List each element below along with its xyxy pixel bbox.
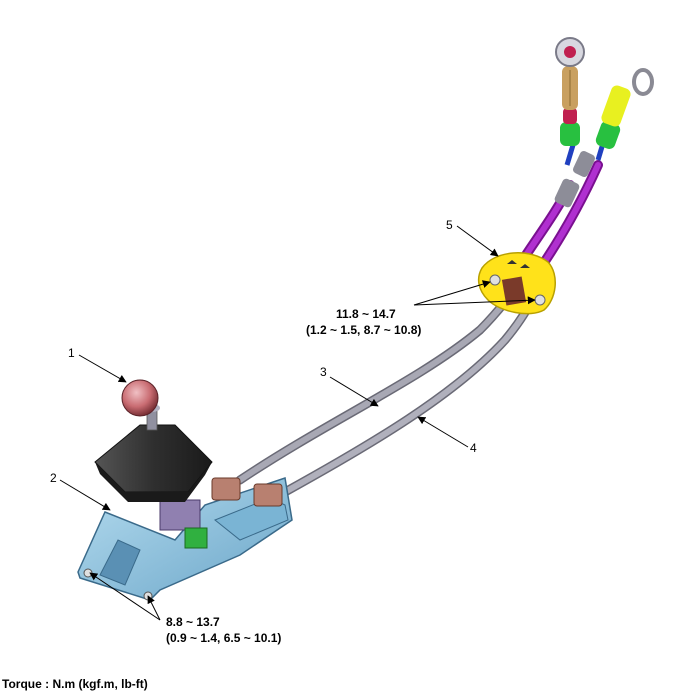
torque-leader-bracket-b [413,296,536,306]
torque-leader-base-a [89,572,161,621]
leader-3 [329,376,379,407]
cable-end-left [555,37,585,146]
callout-1: 1 [68,346,75,360]
torque-units-note: Torque : N.m (kgf.m, lb-ft) [2,677,148,691]
leader-2 [59,479,111,511]
torque-bracket-alt: (1.2 ~ 1.5, 8.7 ~ 10.8) [306,323,421,337]
callout-3: 3 [320,365,327,379]
shifter-base [77,477,293,601]
cable-4 [280,295,537,497]
cable-end-right [595,68,654,149]
cable-bracket [477,252,556,315]
torque-leader-bracket-a [413,280,491,306]
torque-base-alt: (0.9 ~ 1.4, 6.5 ~ 10.1) [166,631,281,645]
callout-2: 2 [50,471,57,485]
leader-1 [78,354,127,383]
torque-leader-base-b [147,595,161,621]
shift-knob [121,379,160,431]
leader-5 [456,225,499,257]
callout-4: 4 [470,441,477,455]
leader-4 [417,416,469,448]
torque-base-nm: 8.8 ~ 13.7 [166,615,220,629]
shift-boot [94,424,213,502]
callout-5: 5 [446,218,453,232]
torque-bracket-nm: 11.8 ~ 14.7 [336,307,396,321]
